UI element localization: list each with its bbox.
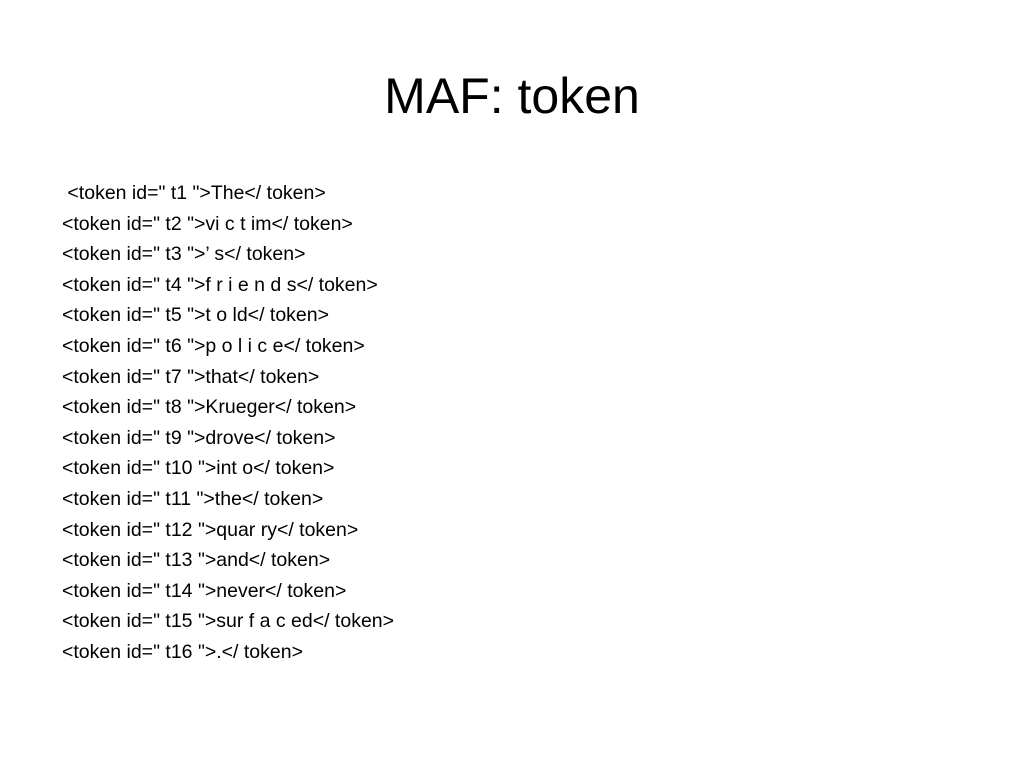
token-list: <token id=" t1 ">The</ token> <token id=… <box>62 178 394 668</box>
token-line-t9: <token id=" t9 ">drove</ token> <box>62 426 336 449</box>
token-line-t15: <token id=" t15 ">sur f a c ed</ token> <box>62 610 395 633</box>
token-line-t13: <token id=" t13 ">and</ token> <box>62 549 331 572</box>
token-line-t7: <token id=" t7 ">that</ token> <box>62 365 320 388</box>
token-line-t5: <token id=" t5 ">t o ld</ token> <box>62 304 329 327</box>
token-line-t4: <token id=" t4 ">f r i e n d s</ token> <box>62 273 378 296</box>
token-line-t6: <token id=" t6 ">p o l i c e</ token> <box>62 334 365 357</box>
token-line-t14: <token id=" t14 ">never</ token> <box>62 579 347 602</box>
token-line-t11: <token id=" t11 ">the</ token> <box>62 487 324 510</box>
slide-title: MAF: token <box>384 68 640 124</box>
token-line-t2: <token id=" t2 ">vi c t im</ token> <box>62 212 353 235</box>
token-line-t3: <token id=" t3 ">’ s</ token> <box>62 243 306 266</box>
token-line-t8: <token id=" t8 ">Krueger</ token> <box>62 396 357 419</box>
token-line-t12: <token id=" t12 ">quar ry</ token> <box>62 518 359 541</box>
token-line-t10: <token id=" t10 ">int o</ token> <box>62 457 335 480</box>
token-line-t16: <token id=" t16 ">.</ token> <box>62 640 303 663</box>
token-line-t1: <token id=" t1 ">The</ token> <box>62 182 326 204</box>
